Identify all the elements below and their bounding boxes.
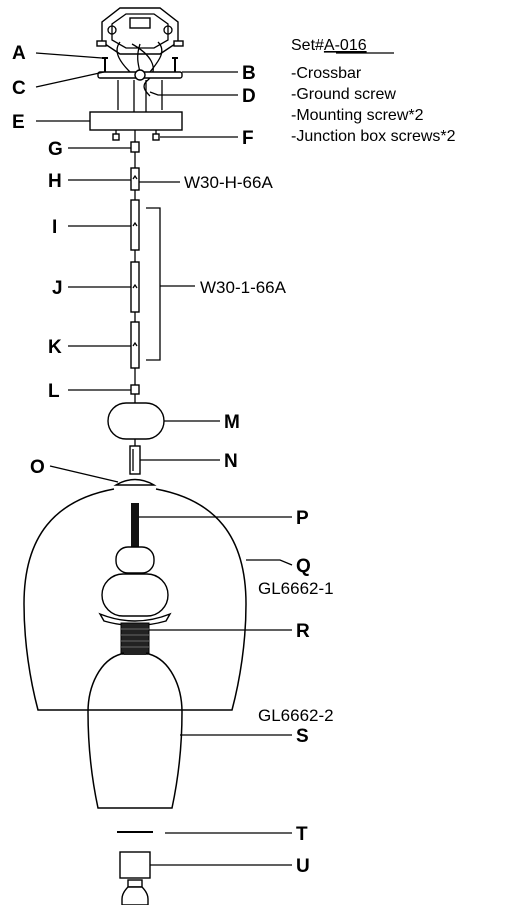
sleeve xyxy=(129,445,141,475)
glass-beads xyxy=(98,546,172,627)
model-rod-ijk: W30-1-66A xyxy=(200,278,287,297)
label-l: L xyxy=(48,381,60,402)
set-prefix: Set# xyxy=(291,37,324,54)
label-r: R xyxy=(296,621,310,642)
leader-lines xyxy=(35,52,293,866)
label-m: M xyxy=(224,412,240,433)
washer xyxy=(113,478,157,486)
label-e: E xyxy=(12,112,25,133)
label-i: I xyxy=(52,217,57,238)
threaded-rod xyxy=(131,503,139,547)
model-labels: W30-H-66A W30-1-66A GL6662-1 GL6662-2 xyxy=(184,173,334,725)
set-code: A-016 xyxy=(324,37,367,54)
label-k: K xyxy=(48,337,62,358)
outer-glass-shade xyxy=(23,488,247,711)
set-item-mounting-screw: -Mounting screw*2 xyxy=(291,107,424,124)
top-cover xyxy=(107,402,165,440)
crossbar xyxy=(97,69,183,112)
label-p: P xyxy=(296,508,309,529)
set-info: Set#A-016 -Crossbar -Ground screw -Mount… xyxy=(291,37,456,145)
inner-glass-shade xyxy=(87,650,183,809)
downrods xyxy=(130,152,140,385)
label-d: D xyxy=(242,86,256,107)
label-q: Q xyxy=(296,556,311,577)
swivel-fitting xyxy=(130,130,140,153)
label-c: C xyxy=(12,78,26,99)
label-a: A xyxy=(12,43,26,64)
label-h: H xyxy=(48,171,62,192)
bulb-cup xyxy=(119,851,151,879)
junction-box-bracket xyxy=(101,7,179,55)
set-title: Set#A-016 xyxy=(291,37,367,54)
rod-group-bracket xyxy=(146,207,195,361)
label-o: O xyxy=(30,457,45,478)
model-glass-inner: GL6662-2 xyxy=(258,706,334,725)
light-bulb xyxy=(121,879,149,905)
socket xyxy=(120,622,150,654)
set-item-ground-screw: -Ground screw xyxy=(291,86,396,103)
label-j: J xyxy=(52,278,63,299)
label-f: F xyxy=(242,128,254,149)
label-s: S xyxy=(296,726,309,747)
set-item-junction-box-screws: -Junction box screws*2 xyxy=(291,128,456,145)
set-item-crossbar: -Crossbar xyxy=(291,65,362,82)
label-g: G xyxy=(48,139,63,160)
part-labels: A B C D E F G H I J K L M N O P Q R S T … xyxy=(12,43,311,877)
model-glass-outer: GL6662-1 xyxy=(258,579,334,598)
model-rod-h: W30-H-66A xyxy=(184,173,273,192)
label-n: N xyxy=(224,451,238,472)
label-t: T xyxy=(296,824,308,845)
label-b: B xyxy=(242,63,256,84)
junction-box-screws xyxy=(112,130,160,141)
rod-connector xyxy=(130,384,140,395)
canopy xyxy=(89,111,183,131)
label-u: U xyxy=(296,856,310,877)
